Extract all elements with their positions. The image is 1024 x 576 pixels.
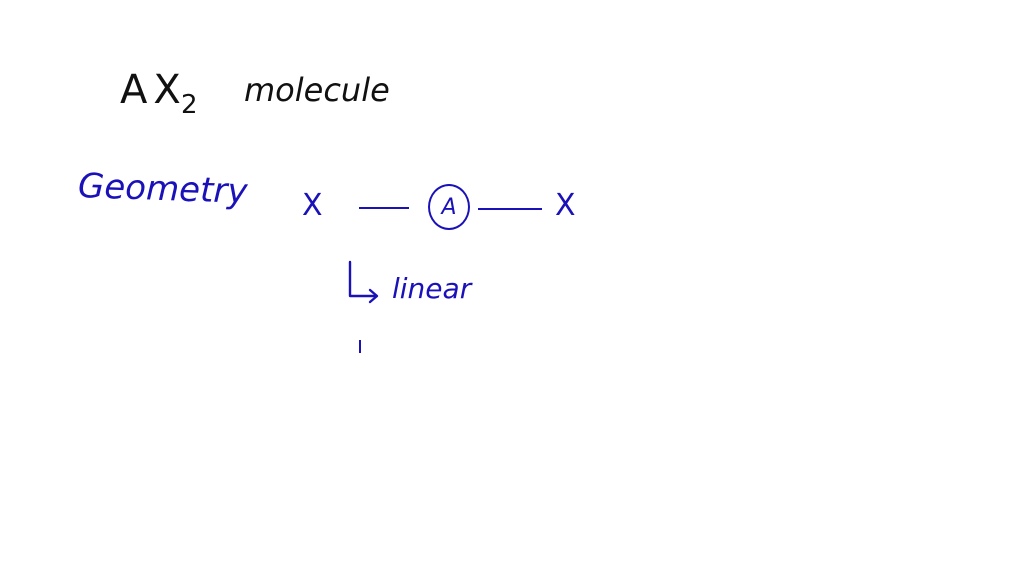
shape-linear-label: linear bbox=[392, 272, 472, 305]
bond-right bbox=[478, 208, 542, 210]
formula-main: AX bbox=[120, 67, 187, 113]
formula-ax2: AX bbox=[120, 70, 187, 110]
left-atom-x: X bbox=[302, 188, 323, 223]
center-atom-label: A bbox=[441, 194, 457, 220]
arrow-down-right-icon bbox=[348, 260, 379, 304]
formula-subscript: 2 bbox=[181, 90, 198, 120]
pen-stroke-mark bbox=[359, 340, 361, 353]
right-atom-x: X bbox=[555, 188, 576, 223]
center-atom-circle: A bbox=[428, 184, 470, 230]
title-word-molecule: molecule bbox=[244, 71, 390, 109]
bond-left bbox=[359, 207, 409, 209]
geometry-label: Geometry bbox=[77, 166, 249, 212]
